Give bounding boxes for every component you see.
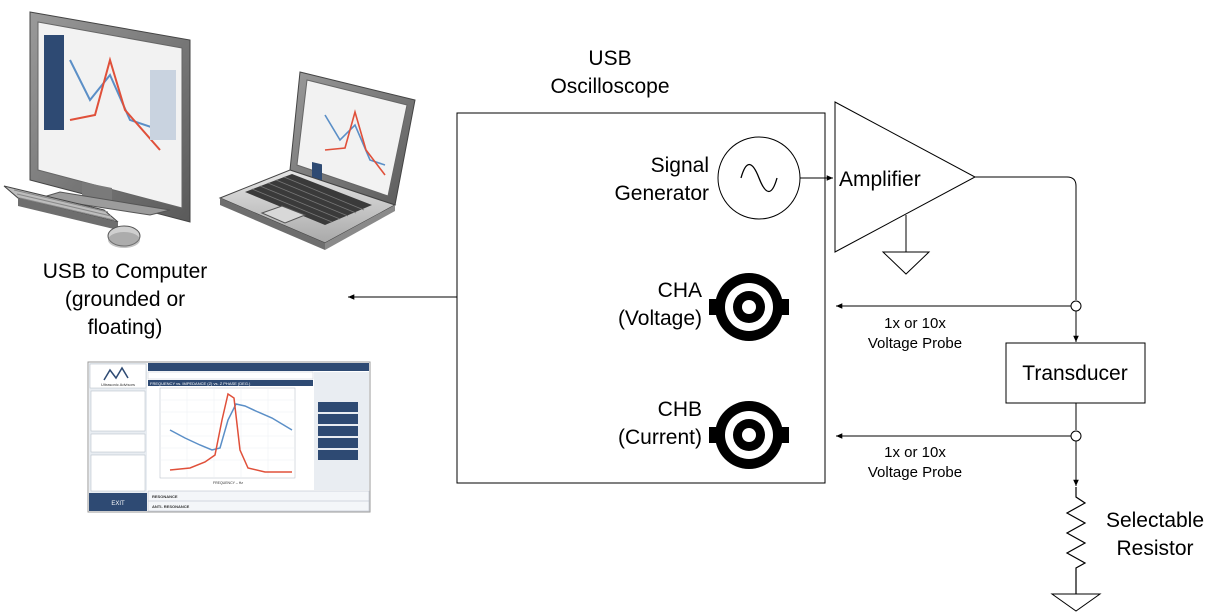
svg-text:Voltage Probe: Voltage Probe [868,464,962,481]
svg-text:CHA: CHA [658,279,702,302]
probe-a-label: 1x or 10x Voltage Probe [868,315,962,352]
computer-label: USB to Computer (grounded or floating) [43,260,208,339]
channel-a: CHA (Voltage) [618,273,789,341]
sine-wave-icon [740,163,778,193]
amplifier: Amplifier [834,101,977,275]
junction-b [1070,430,1082,442]
svg-text:Signal: Signal [651,154,709,177]
svg-text:Oscilloscope: Oscilloscope [550,75,669,98]
junction-a [1070,300,1082,312]
amplifier-ground-icon [881,251,931,275]
software-screenshot: Ultrasonic Advisors EXIT FREQUENCY vs. I… [87,361,371,513]
svg-text:Transducer: Transducer [1022,362,1127,385]
svg-text:CHB: CHB [658,398,702,421]
svg-text:FREQUENCY – Hz: FREQUENCY – Hz [213,481,243,485]
svg-text:FREQUENCY vs. IMPEDANCE (Z) vs: FREQUENCY vs. IMPEDANCE (Z) vs. Z PHASE … [150,381,251,386]
bnc-connector-a-icon [709,273,789,341]
channel-b: CHB (Current) [618,398,789,469]
svg-text:Selectable: Selectable [1106,509,1204,532]
transducer: Transducer [1005,342,1146,404]
svg-text:(Current): (Current) [618,426,702,449]
svg-text:floating): floating) [88,316,163,339]
svg-text:(Voltage): (Voltage) [618,307,702,330]
svg-text:USB to Computer: USB to Computer [43,260,208,283]
svg-text:Generator: Generator [614,182,709,205]
desktop-computer-icon [3,11,191,248]
signal-generator: Signal Generator [614,136,801,220]
svg-text:EXIT: EXIT [111,501,125,507]
brand-logo-icon [103,366,129,381]
svg-text:RESONANCE: RESONANCE [152,494,178,499]
exit-button [89,493,147,511]
resistor-label: Selectable Resistor [1106,509,1204,560]
laptop-icon [218,71,416,250]
phase-curve [169,392,292,473]
svg-text:Voltage Probe: Voltage Probe [868,335,962,352]
svg-text:(grounded or: (grounded or [65,288,185,311]
svg-text:1x or 10x: 1x or 10x [884,315,946,332]
svg-text:1x or 10x: 1x or 10x [884,444,946,461]
bnc-connector-b-icon [709,401,789,469]
amp-output-wire [975,176,1077,300]
resistor-ground-icon [1050,593,1102,612]
svg-text:ANTI- RESONANCE: ANTI- RESONANCE [152,504,190,509]
oscilloscope-label: USB Oscilloscope [550,47,669,98]
impedance-curve [169,403,293,451]
svg-text:Resistor: Resistor [1116,537,1193,560]
oscilloscope-box [456,112,826,484]
svg-text:Ultrasonic Advisors: Ultrasonic Advisors [101,382,135,387]
svg-text:USB: USB [588,47,631,70]
svg-text:Amplifier: Amplifier [839,168,921,191]
probe-b-label: 1x or 10x Voltage Probe [868,444,962,481]
resistor-icon [1065,487,1087,594]
